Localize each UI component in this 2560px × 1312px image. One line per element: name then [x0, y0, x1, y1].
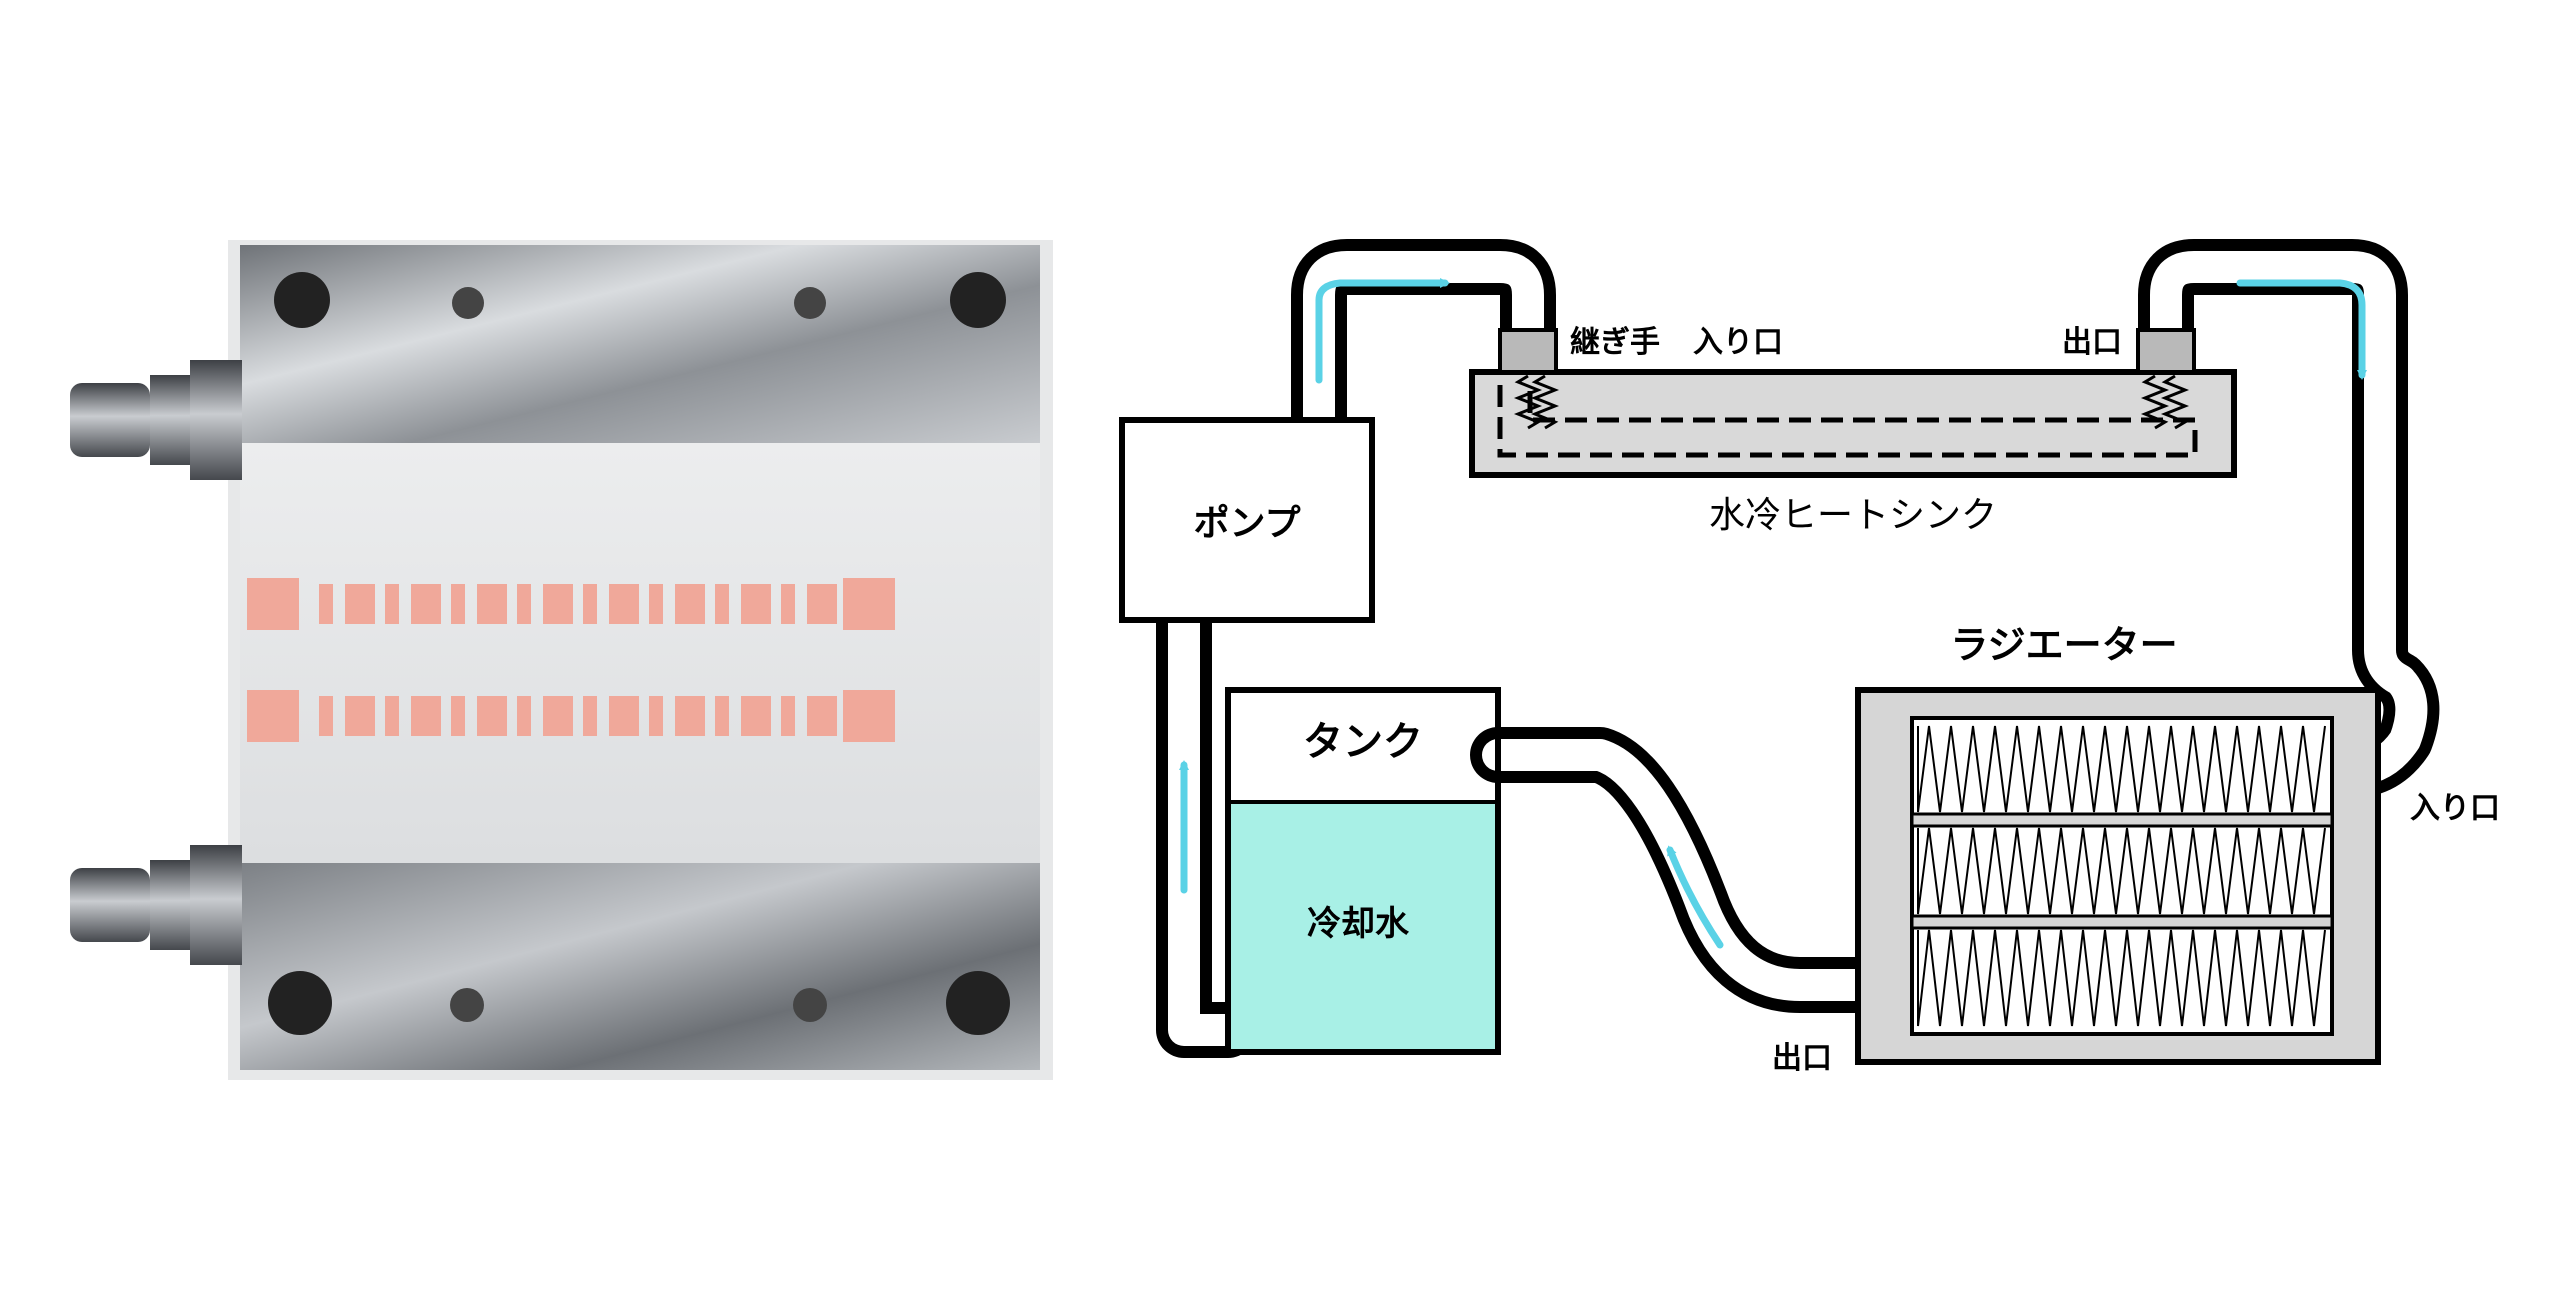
- copper-pad: [675, 696, 705, 736]
- copper-pad: [715, 584, 729, 624]
- radiator-fin-band: [1917, 929, 2326, 1027]
- copper-pad: [583, 696, 597, 736]
- pump: ポンプ: [1119, 417, 1375, 623]
- copper-pad: [675, 584, 705, 624]
- flow-arrow: [1666, 845, 1724, 949]
- copper-pad-array: [247, 578, 895, 742]
- copper-pad: [451, 584, 465, 624]
- copper-pad: [411, 696, 441, 736]
- copper-pad: [843, 690, 895, 742]
- water-cooled-heatsink: 継ぎ手 入り口 出口 水冷ヒートシンク: [1469, 325, 2237, 536]
- pump-box: [1119, 417, 1375, 623]
- mount-hole: [946, 971, 1010, 1035]
- tank-box: [1225, 687, 1501, 1055]
- spring-inlet: [1513, 374, 1543, 430]
- fitting-outlet: [2136, 328, 2196, 374]
- radiator-fins: [1910, 725, 2334, 1027]
- copper-pad: [451, 696, 465, 736]
- copper-pad: [319, 696, 333, 736]
- tank-water: [1228, 802, 1498, 1052]
- radiator-outlet-label: 出口: [1772, 1041, 1832, 1076]
- outlet-fitting: [70, 845, 242, 965]
- pump-label: ポンプ: [1194, 502, 1301, 544]
- radiator-fin-band: [1917, 725, 2326, 813]
- screw-hole: [793, 988, 827, 1022]
- radiator: ラジエーター 入り口 出口: [1772, 623, 2500, 1076]
- mount-hole: [950, 272, 1006, 328]
- copper-pad: [385, 696, 399, 736]
- heatsink-photo: [70, 240, 1053, 1080]
- copper-pad: [517, 696, 531, 736]
- screw-hole: [452, 287, 484, 319]
- mount-hole: [274, 272, 330, 328]
- screw-hole: [450, 988, 484, 1022]
- copper-pad: [411, 584, 441, 624]
- heatsink-label: 水冷ヒートシンク: [1709, 495, 1997, 536]
- copper-pad: [715, 696, 729, 736]
- copper-pad: [345, 696, 375, 736]
- cooling-loop-diagram: [1156, 239, 2440, 1058]
- copper-pad: [609, 696, 639, 736]
- copper-pad: [741, 584, 771, 624]
- heatsink-inlet-label: 入り口: [1693, 325, 1783, 360]
- copper-pad: [807, 696, 837, 736]
- plate-bottom-metal: [240, 860, 1040, 1070]
- copper-pad: [781, 584, 795, 624]
- copper-pad: [385, 584, 399, 624]
- flow-arrow: [1315, 278, 1450, 384]
- heatsink-outlet-label: 出口: [2062, 325, 2122, 360]
- copper-pad: [345, 584, 375, 624]
- copper-pad: [517, 584, 531, 624]
- spring-inlet-2: [1530, 374, 1560, 430]
- plate-top-metal: [240, 245, 1040, 445]
- copper-pad: [583, 584, 597, 624]
- copper-pad: [649, 584, 663, 624]
- copper-pad: [843, 578, 895, 630]
- radiator-inlet-label: 入り口: [2410, 791, 2500, 826]
- copper-pad: [477, 584, 507, 624]
- radiator-tube: [1910, 914, 2334, 930]
- copper-pad: [609, 584, 639, 624]
- pipe-pump-to-heatsink: [1291, 239, 1556, 448]
- copper-pad: [649, 696, 663, 736]
- pipe-tank-to-pump: [1156, 582, 1256, 1058]
- fitting-label: 継ぎ手: [1570, 325, 1660, 360]
- tank: タンク 冷却水: [1225, 687, 1501, 1055]
- copper-pad: [247, 690, 299, 742]
- tank-label: タンク: [1303, 719, 1423, 765]
- copper-pad: [477, 696, 507, 736]
- copper-pad: [319, 584, 333, 624]
- copper-pad: [781, 696, 795, 736]
- inlet-fitting: [70, 360, 242, 480]
- copper-pad: [741, 696, 771, 736]
- pipe-heatsink-to-radiator: [2138, 239, 2440, 798]
- internal-channel: [1497, 385, 2198, 458]
- flow-arrows: [1179, 278, 2367, 949]
- copper-pad: [543, 696, 573, 736]
- pipe-radiator-to-tank: [1470, 727, 1886, 1013]
- copper-pad: [247, 578, 299, 630]
- coolant-label: 冷却水: [1307, 904, 1410, 944]
- copper-pad: [543, 584, 573, 624]
- screw-hole: [794, 287, 826, 319]
- heatsink-body: [1469, 369, 2237, 478]
- ceramic-substrate: [240, 443, 1040, 863]
- fitting-inlet: [1498, 328, 1558, 374]
- radiator-tube: [1910, 812, 2334, 828]
- flow-arrow: [2236, 279, 2367, 380]
- mount-hole: [268, 971, 332, 1035]
- spring-outlet-2: [2160, 374, 2190, 430]
- copper-pad: [807, 584, 837, 624]
- spring-outlet: [2140, 374, 2170, 430]
- radiator-fin-band: [1917, 827, 2326, 915]
- radiator-label: ラジエーター: [1950, 623, 2177, 667]
